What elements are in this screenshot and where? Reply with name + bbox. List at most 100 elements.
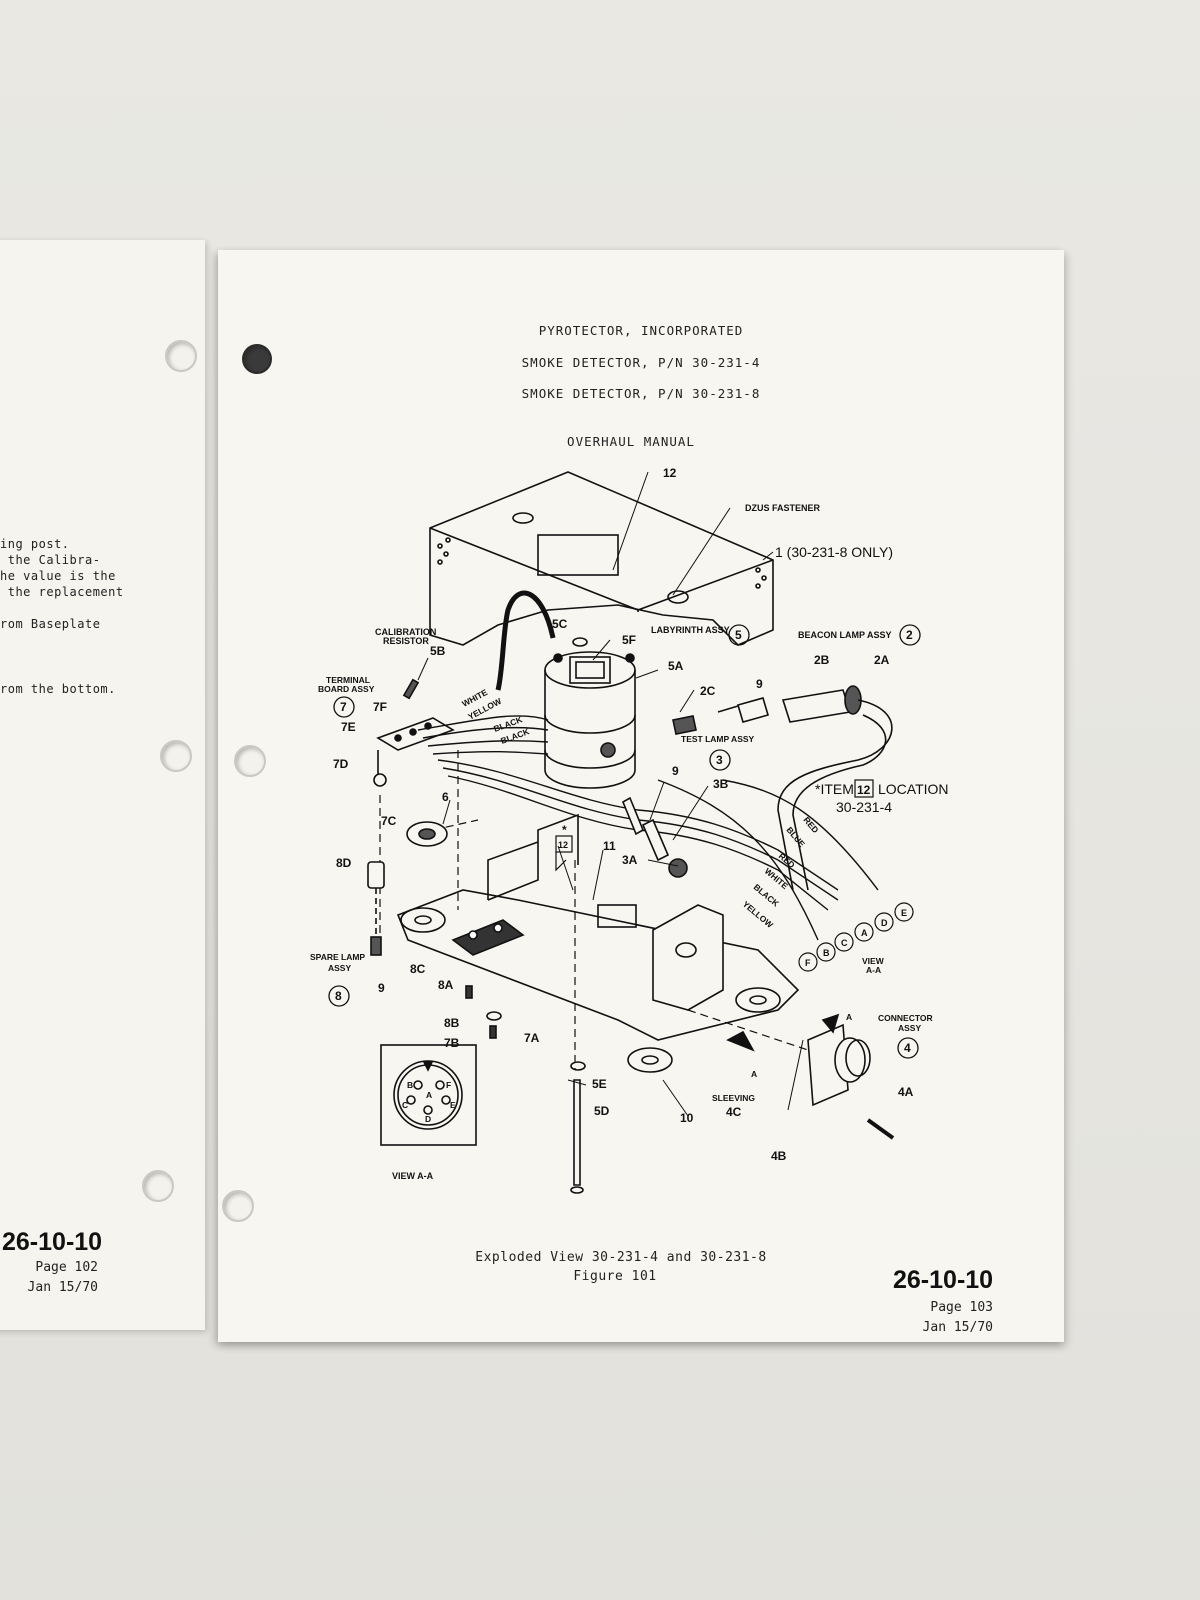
item12-flag <box>555 852 567 872</box>
left-text-line: ing post. <box>0 537 70 551</box>
callout-9-low: 9 <box>378 981 385 995</box>
baseplate <box>396 813 800 1073</box>
callout-8c: 8C <box>410 962 426 976</box>
conn-pin-d: D <box>425 1114 431 1124</box>
callout-7a: 7A <box>524 1031 540 1045</box>
callout-9-mid: 9 <box>672 764 679 778</box>
assembly-number-circles <box>328 624 921 1059</box>
page-code: 26-10-10 <box>893 1266 994 1294</box>
connector-assy <box>726 1013 871 1107</box>
wire-label-red-1: RED <box>801 815 820 835</box>
arrow-a-bottom: A <box>751 1069 757 1079</box>
callout-7b: 7B <box>444 1036 460 1050</box>
manual-title: OVERHAUL MANUAL <box>567 434 695 449</box>
left-page-label: Page 102 <box>35 1260 98 1275</box>
callout-spare-assy: ASSY <box>328 963 351 973</box>
callout-5a: 5A <box>668 659 684 673</box>
callout-n3: 3 <box>716 753 723 767</box>
callout-star: * <box>562 823 567 837</box>
callout-5d: 5D <box>594 1104 610 1118</box>
callout-beacon-lamp-assy: BEACON LAMP ASSY <box>798 630 892 640</box>
callout-n8: 8 <box>335 989 342 1003</box>
callout-7f: 7F <box>373 700 387 714</box>
callout-n5: 5 <box>735 628 742 642</box>
callout-4a: 4A <box>898 1085 914 1099</box>
view-aa-small: VIEW <box>862 956 885 966</box>
figure-number: Figure 101 <box>573 1269 657 1284</box>
conn-pin-c: C <box>402 1100 408 1110</box>
note-location: LOCATION <box>878 781 949 797</box>
callout-8b: 8B <box>444 1016 460 1030</box>
leader-lines <box>417 471 804 1117</box>
company-name: PYROTECTOR, INCORPORATED <box>538 323 744 338</box>
callout-resistor: RESISTOR <box>383 636 429 646</box>
screws <box>465 985 895 1194</box>
wire-label-blue: BLUE <box>784 825 807 849</box>
callout-board-assy: BOARD ASSY <box>318 684 375 694</box>
note-pn: 30-231-4 <box>836 799 892 815</box>
note-item: *ITEM <box>815 781 854 797</box>
labyrinth-assy <box>495 590 636 789</box>
binder-hole <box>165 340 197 372</box>
pin-label-b: B <box>823 948 830 958</box>
callout-7d: 7D <box>333 757 349 771</box>
callout-9-top: 9 <box>756 677 763 691</box>
callout-10: 10 <box>680 1111 694 1125</box>
callout-1: 1 (30-231-8 ONLY) <box>775 544 893 560</box>
product-line-3: SMOKE DETECTOR, P/N 30-231-8 <box>521 386 761 401</box>
callout-12-box: 12 <box>558 840 568 850</box>
callout-5b: 5B <box>430 644 446 658</box>
exploded-view-diagram: 12 DZUS FASTENER 1 (30-231-8 ONLY) CALIB… <box>310 466 949 1194</box>
item12-box <box>555 835 573 853</box>
beacon-lamp <box>672 685 893 891</box>
terminal-board <box>373 678 455 787</box>
figure-caption: Exploded View 30-231-4 and 30-231-8 <box>475 1250 767 1265</box>
binder-hole <box>234 745 266 777</box>
test-lamp <box>621 796 688 878</box>
left-text-line: the replacement <box>0 585 124 599</box>
callout-n2: 2 <box>906 628 913 642</box>
pin-label-a: A <box>861 928 868 938</box>
callout-labyrinth-assy: LABYRINTH ASSY <box>651 625 730 635</box>
callout-connector-assy: ASSY <box>898 1023 921 1033</box>
right-page: PYROTECTOR, INCORPORATED SMOKE DETECTOR,… <box>218 250 1064 1342</box>
binder-hole <box>222 1190 254 1222</box>
left-page: ing post. the Calibra- he value is the t… <box>0 240 205 1330</box>
pin-label-d: D <box>881 918 888 928</box>
pin-label-f: F <box>805 958 811 968</box>
callout-4c: 4C <box>726 1105 742 1119</box>
callout-connector: CONNECTOR <box>878 1013 933 1023</box>
cover-box <box>429 471 774 646</box>
left-text-line: the Calibra- <box>0 553 101 567</box>
product-line-2: SMOKE DETECTOR, P/N 30-231-4 <box>521 355 761 370</box>
left-text-line: he value is the <box>0 569 116 583</box>
page-label: Page 103 <box>930 1300 993 1315</box>
callout-8a: 8A <box>438 978 454 992</box>
callout-spare-lamp: SPARE LAMP <box>310 952 365 962</box>
conn-pin-f: F <box>446 1080 451 1090</box>
callout-11: 11 <box>603 839 616 853</box>
callout-n7: 7 <box>340 700 347 714</box>
callout-3b: 3B <box>713 777 729 791</box>
callout-5e: 5E <box>592 1077 607 1091</box>
binder-hole <box>242 344 272 374</box>
callout-7e: 7E <box>341 720 356 734</box>
left-page-code: 26-10-10 <box>2 1228 103 1256</box>
left-page-date: Jan 15/70 <box>27 1280 98 1295</box>
conn-pin-a: A <box>426 1090 432 1100</box>
wire-label-red-2: RED <box>777 851 797 870</box>
left-text-line: rom the bottom. <box>0 682 116 696</box>
spare-lamp <box>367 861 385 956</box>
view-aa-label: VIEW A-A <box>392 1171 434 1181</box>
callout-2b: 2B <box>814 653 830 667</box>
wire-label-black-3: BLACK <box>752 882 782 909</box>
grommet-6 <box>406 821 448 847</box>
callout-terminal: TERMINAL <box>326 675 370 685</box>
view-aa-box <box>380 1044 477 1146</box>
left-text-line: rom Baseplate <box>0 617 101 631</box>
page-date: Jan 15/70 <box>922 1320 993 1335</box>
callout-dzus-fastener: DZUS FASTENER <box>745 503 821 513</box>
note-item-num: 12 <box>857 783 871 797</box>
callout-12: 12 <box>663 466 677 480</box>
arrow-a-top: A <box>846 1012 852 1022</box>
